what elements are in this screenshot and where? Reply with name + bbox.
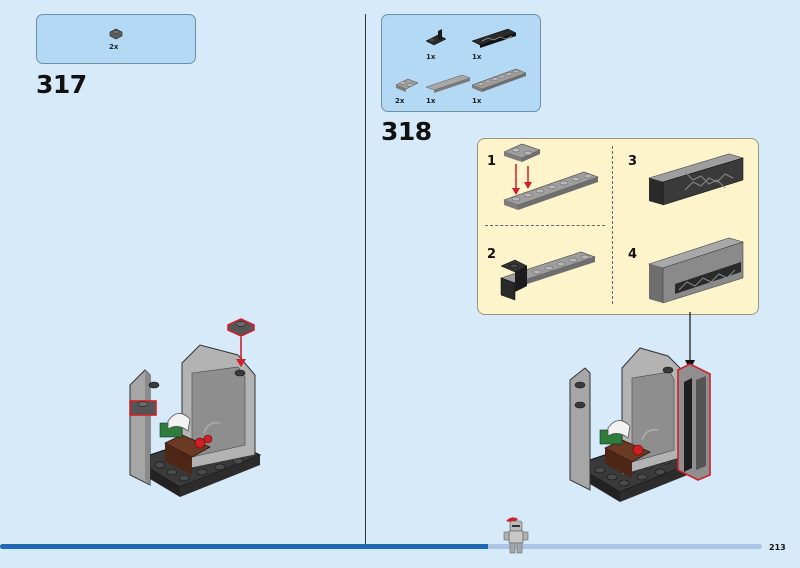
- substep-3-illustration: [647, 153, 745, 206]
- part-qty: 1x: [472, 53, 482, 61]
- part-qty: 2x: [109, 43, 119, 51]
- substep-1-illustration: [503, 143, 599, 210]
- plate-1x2-grey-icon: [395, 78, 419, 92]
- bracket-1x2-black-icon: [425, 29, 447, 46]
- step-number: 318: [381, 117, 432, 146]
- model-illustration-317: [129, 318, 262, 497]
- substep-number: 3: [628, 154, 638, 169]
- part-qty: 1x: [426, 97, 436, 105]
- parts-callout-317: 2x: [36, 14, 196, 64]
- plate-1x1-dark-grey-icon: [109, 28, 123, 40]
- page-number: 213: [769, 543, 786, 552]
- subassembly-divider: [612, 146, 613, 304]
- substep-4-illustration: [647, 237, 745, 304]
- part-qty: 1x: [426, 53, 436, 61]
- progress-bar-fill: [0, 544, 488, 549]
- part-qty: 1x: [472, 97, 482, 105]
- substep-number: 2: [487, 247, 497, 262]
- tile-1x6-grey-icon: [425, 74, 471, 93]
- substep-2-illustration: [500, 251, 596, 301]
- tile-1x4-decorated-icon: [471, 28, 517, 48]
- step-number: 317: [36, 70, 87, 99]
- knight-minifigure-icon: [503, 517, 529, 554]
- plate-1x6-grey-icon: [471, 68, 527, 92]
- substep-number: 4: [628, 247, 638, 262]
- part-qty: 2x: [395, 97, 405, 105]
- parts-callout-318: 1x 1x 2x 1x 1x: [381, 14, 541, 112]
- model-illustration-318: [569, 347, 711, 502]
- subassembly-divider: [485, 225, 605, 226]
- page-divider: [365, 14, 366, 544]
- substep-number: 1: [487, 154, 497, 169]
